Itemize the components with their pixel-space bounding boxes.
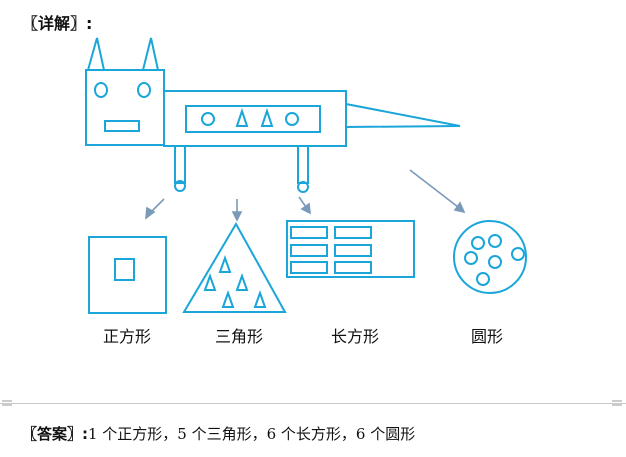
small-circle [488,234,502,248]
left-ear [86,37,106,71]
left-eye [94,82,108,98]
answer-text: 1 个正方形，5 个三角形，6 个长方形，6 个圆形 [88,425,416,443]
mouth [104,120,140,132]
arrow-to-rectangle [298,196,307,208]
body-panel [185,105,321,133]
body-triangle [260,107,274,127]
right-ear [141,37,160,71]
arrow-head [453,201,466,214]
triangle-label: 三角形 [215,327,264,346]
animal-body [163,90,347,147]
leg [297,145,309,184]
small-triangle [221,290,235,308]
foot [297,181,309,193]
shape-diagram [85,37,527,314]
rectangle-label: 长方形 [331,327,380,346]
rectangle-shape [286,220,415,278]
small-rectangle [334,261,372,274]
section-divider [0,403,626,404]
arrow-head [231,211,243,222]
animal-head [85,69,165,146]
arrow-head [145,206,156,220]
answer-line: 〖答案〗:1 个正方形，5 个三角形，6 个长方形，6 个圆形 [22,423,415,444]
small-rectangle [334,226,372,239]
right-eye [137,82,151,98]
small-rectangle [290,261,328,274]
small-circle [511,247,525,261]
small-circle [476,272,490,286]
small-triangle [235,273,249,291]
foot [174,180,186,192]
triangle-shape [182,221,287,313]
square-label: 正方形 [103,327,152,346]
divider-handle-icon [2,400,12,406]
answer-label: 〖答案〗: [22,425,88,443]
small-triangle [253,290,267,308]
small-triangle [218,255,232,273]
tail [345,102,461,129]
body-circle [285,112,299,126]
circle-shape [453,220,527,294]
small-circle [464,251,478,265]
inner-square [114,258,135,281]
square-shape [88,236,167,314]
small-rectangle [334,244,372,257]
arrow-to-circle [409,169,459,208]
divider-handle-icon [612,400,622,406]
body-triangle [235,107,249,127]
small-rectangle [290,244,328,257]
circle-label: 圆形 [471,327,504,346]
arrow-head [300,202,311,215]
leg [174,145,186,184]
small-circle [471,236,485,250]
small-rectangle [290,226,328,239]
small-triangle [203,273,217,291]
body-circle [201,112,215,126]
detail-heading: 〖详解〗: [22,14,93,33]
small-circle [488,255,502,269]
